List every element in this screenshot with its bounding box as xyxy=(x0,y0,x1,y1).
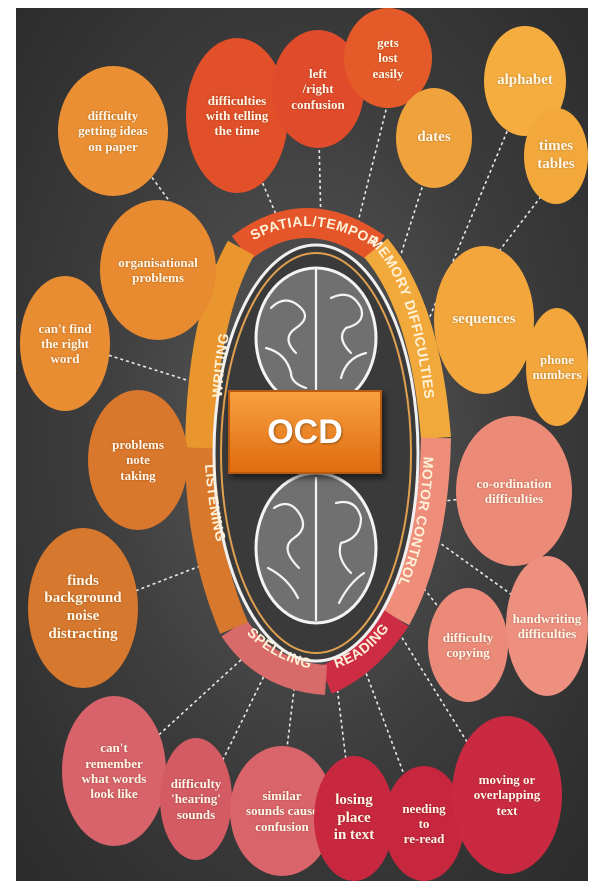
bubble-word-shapes: can't remember what words look like xyxy=(62,696,166,846)
brain-icon xyxy=(254,266,378,625)
bubble-note-taking: problems note taking xyxy=(88,390,188,530)
category-label: WRITING xyxy=(209,332,232,398)
bubble-background-noise: finds background noise distracting xyxy=(28,528,138,688)
center-label-box: OCD xyxy=(228,390,382,474)
ring-segment-listening xyxy=(185,447,248,634)
ring-segment-spatial xyxy=(231,208,385,261)
bubble-phone-numbers: phone numbers xyxy=(526,308,588,426)
bubble-dates: dates xyxy=(396,88,472,188)
category-ring: SPATIAL/TEMPORAL MEMORY DIFFICULTIES MOT… xyxy=(16,8,451,695)
bubble-right-word: can't find the right word xyxy=(20,276,110,411)
bubble-losing-place: losing place in text xyxy=(314,756,394,881)
bubble-moving-text: moving or overlapping text xyxy=(452,716,562,874)
bubble-sequences: sequences xyxy=(434,246,534,394)
bubble-gets-lost: gets lost easily xyxy=(344,8,432,108)
category-writing: WRITING xyxy=(209,332,231,398)
bubble-hearing-sounds: difficulty 'hearing' sounds xyxy=(160,738,232,860)
ring-segment-motor xyxy=(382,437,451,626)
ring-segment-spelling xyxy=(221,619,328,695)
ring-segment-writing xyxy=(185,240,255,449)
bubble-times-tables: times tables xyxy=(524,108,588,204)
bubble-handwriting: handwriting difficulties xyxy=(506,556,588,696)
diagram-canvas: SPATIAL/TEMPORAL MEMORY DIFFICULTIES MOT… xyxy=(16,8,588,881)
bubble-re-read: needing to re-read xyxy=(384,766,464,881)
bubble-ideas-on-paper: difficulty getting ideas on paper xyxy=(58,66,168,196)
bubble-telling-time: difficulties with telling the time xyxy=(186,38,288,193)
center-label: OCD xyxy=(267,412,343,451)
ring-segment-reading xyxy=(319,609,409,694)
bubble-copying: difficulty copying xyxy=(428,588,508,702)
bubble-coordination: co-ordination difficulties xyxy=(456,416,572,566)
connector xyxy=(355,97,390,231)
connector xyxy=(127,647,255,764)
bubble-organisational: organisational problems xyxy=(100,200,216,340)
ring-segment-memory xyxy=(364,238,451,440)
